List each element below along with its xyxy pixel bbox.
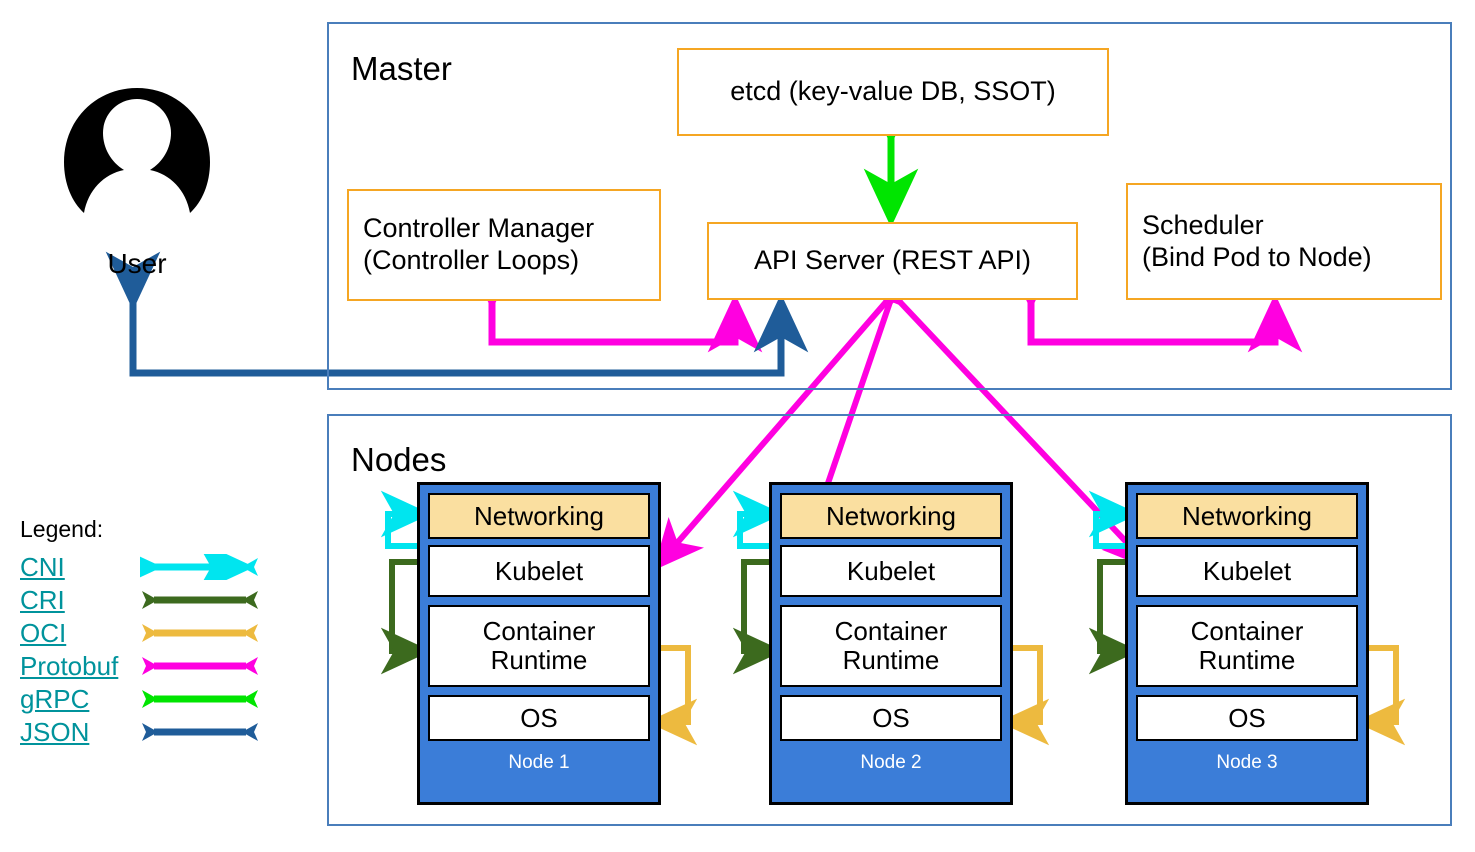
node-card-1[interactable]: Networking Kubelet Container Runtime OS … — [417, 482, 661, 805]
controller-manager-label-line2: (Controller Loops) — [363, 245, 580, 275]
legend-arrow-json-icon — [142, 722, 258, 741]
master-group-title: Master — [351, 50, 452, 87]
node3-networking-label: Networking — [1181, 500, 1313, 531]
node-card-3[interactable]: Networking Kubelet Container Runtime OS … — [1125, 482, 1369, 805]
controller-manager-label-line1: Controller Manager — [363, 213, 595, 244]
node1-container-runtime-layer[interactable]: Container Runtime — [428, 605, 650, 687]
node1-kubelet-label: Kubelet — [494, 555, 584, 586]
node3-runtime-label-line1: Container — [1190, 616, 1304, 647]
node-card-2[interactable]: Networking Kubelet Container Runtime OS … — [769, 482, 1013, 805]
node2-os-label: OS — [872, 702, 910, 733]
node3-container-runtime-layer[interactable]: Container Runtime — [1136, 605, 1358, 687]
user-avatar — [62, 86, 212, 226]
legend-item-grpc[interactable]: gRPC — [20, 682, 290, 715]
api-server-box[interactable]: API Server (REST API) — [707, 222, 1078, 300]
node1-os-label: OS — [520, 702, 558, 733]
node1-kubelet-layer[interactable]: Kubelet — [428, 545, 650, 597]
node2-networking-layer[interactable]: Networking — [780, 493, 1002, 539]
legend-label-cri[interactable]: CRI — [20, 584, 65, 615]
legend-arrow-protobuf-icon — [142, 656, 258, 675]
legend-item-protobuf[interactable]: Protobuf — [20, 649, 290, 682]
legend-arrow-grpc-icon — [142, 689, 258, 708]
node1-networking-label: Networking — [473, 500, 605, 531]
master-group — [327, 22, 1452, 390]
api-server-label: API Server (REST API) — [753, 245, 1032, 276]
legend-item-json[interactable]: JSON — [20, 715, 290, 748]
node2-os-layer[interactable]: OS — [780, 695, 1002, 741]
node3-runtime-label-line2: Runtime — [1198, 645, 1296, 675]
node1-runtime-label-line2: Runtime — [490, 645, 588, 675]
scheduler-label-line2: (Bind Pod to Node) — [1142, 241, 1372, 272]
legend-arrow-oci-icon — [142, 623, 258, 642]
node3-kubelet-layer[interactable]: Kubelet — [1136, 545, 1358, 597]
legend-label-oci[interactable]: OCI — [20, 617, 67, 648]
legend-label-cni[interactable]: CNI — [20, 551, 65, 582]
node2-runtime-label-line1: Container — [834, 616, 948, 647]
node3-kubelet-label: Kubelet — [1202, 555, 1292, 586]
node2-kubelet-layer[interactable]: Kubelet — [780, 545, 1002, 597]
legend-arrow-cri-icon — [142, 590, 258, 609]
node3-os-layer[interactable]: OS — [1136, 695, 1358, 741]
legend-arrow-cni-icon — [140, 553, 258, 580]
node1-name: Node 1 — [508, 752, 570, 773]
node3-name: Node 3 — [1216, 752, 1278, 773]
user-label: User — [107, 248, 167, 279]
legend-label-protobuf[interactable]: Protobuf — [20, 650, 119, 681]
node1-os-layer[interactable]: OS — [428, 695, 650, 741]
legend-item-cri[interactable]: CRI — [20, 583, 290, 616]
node1-runtime-label-line1: Container — [482, 616, 596, 647]
nodes-group-title: Nodes — [351, 441, 447, 478]
legend-item-oci[interactable]: OCI — [20, 616, 290, 649]
user-avatar-icon — [64, 88, 210, 213]
legend-item-cni[interactable]: CNI — [20, 550, 290, 583]
node3-os-label: OS — [1228, 702, 1266, 733]
legend-title: Legend: — [20, 516, 104, 542]
scheduler-box[interactable]: Scheduler (Bind Pod to Node) — [1126, 183, 1442, 300]
nodes-group — [327, 414, 1452, 826]
controller-manager-box[interactable]: Controller Manager (Controller Loops) — [347, 189, 661, 301]
node1-networking-layer[interactable]: Networking — [428, 493, 650, 539]
etcd-label: etcd (key-value DB, SSOT) — [730, 76, 1056, 107]
etcd-box[interactable]: etcd (key-value DB, SSOT) — [677, 48, 1109, 136]
node2-container-runtime-layer[interactable]: Container Runtime — [780, 605, 1002, 687]
node2-name: Node 2 — [860, 752, 922, 773]
legend-label-grpc[interactable]: gRPC — [20, 683, 90, 714]
node2-kubelet-label: Kubelet — [846, 555, 936, 586]
scheduler-label-line1: Scheduler — [1142, 209, 1264, 240]
node3-networking-layer[interactable]: Networking — [1136, 493, 1358, 539]
legend: Legend: CNI CRI OCI — [20, 518, 290, 748]
node2-networking-label: Networking — [825, 500, 957, 531]
node2-runtime-label-line2: Runtime — [842, 645, 940, 675]
legend-label-json[interactable]: JSON — [20, 716, 90, 747]
